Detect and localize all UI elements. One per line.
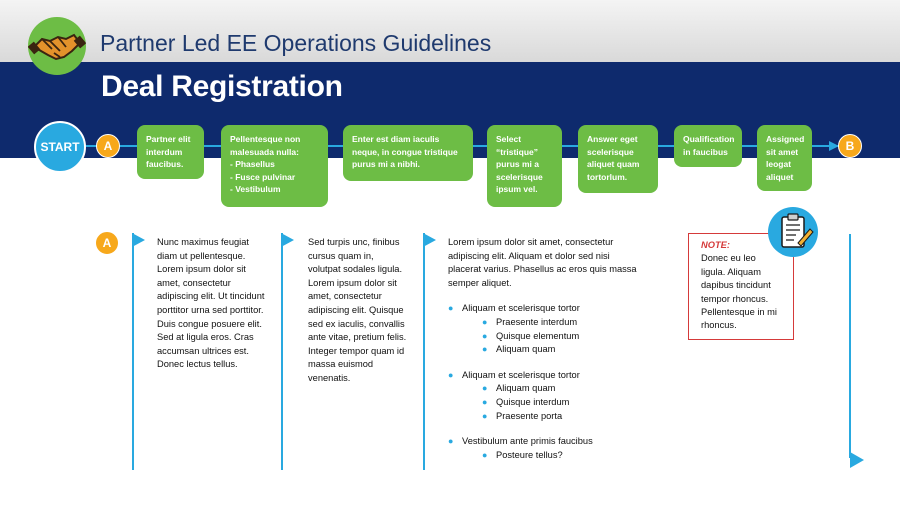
clipboard-icon (768, 207, 818, 257)
header-band (0, 0, 900, 62)
sub-item: ● Quisque interdum (482, 396, 643, 410)
step-text: - Fusce pulvinar (230, 171, 296, 182)
flow-step-2: Pellentesque non malesuada nulla: - Phas… (221, 125, 328, 207)
sub-list: ● Praesente interdum ● Quisque elementum ●… (462, 316, 643, 357)
sub-item-text: Aliquam quam (496, 344, 556, 355)
list-item: ● Aliquam et scelerisque tortor ● Aliquam… (448, 369, 643, 423)
bullet-icon: ● (482, 344, 488, 355)
sub-item-text: Aliquam quam (496, 383, 556, 394)
handshake-icon (28, 17, 86, 75)
sub-item-text: Quisque elementum (496, 330, 580, 341)
step-text: sit amet (766, 146, 799, 157)
bullet-icon: ● (448, 369, 454, 380)
flow-arrow-head (829, 141, 839, 151)
sub-item: ● Quisque elementum (482, 330, 643, 344)
sub-item: ● Praesente porta (482, 410, 643, 424)
column-flag (423, 233, 436, 247)
flow-step-7: Assigned sit amet leogat aliquet (757, 125, 812, 191)
detail-text: Nunc maximus feugiat diam ut pellentesqu… (157, 237, 265, 370)
sub-item: ● Posteure tellus? (482, 449, 643, 463)
column-rule (281, 233, 283, 470)
marker-a: A (96, 134, 120, 158)
flow-step-4: Select “tristique” purus mi a scelerisqu… (487, 125, 562, 207)
list-item: ● Vestibulum ante primis faucibus ● Poste… (448, 435, 643, 462)
bullet-icon: ● (482, 396, 488, 407)
step-text: purus mi a (496, 159, 539, 169)
step-text: in faucibus (683, 146, 728, 157)
bullet-icon: ● (448, 436, 454, 447)
bullet-text: Vestibulum ante primis faucibus (462, 436, 593, 447)
step-text: Partner elit (146, 134, 191, 144)
sub-item-text: Praesente interdum (496, 316, 578, 327)
step-text: Select (496, 134, 522, 144)
bullet-list: ● Aliquam et scelerisque tortor ● Praesen… (448, 302, 643, 462)
bullet-text: Aliquam et scelerisque tortor (462, 303, 580, 314)
sub-item-text: Quisque interdum (496, 396, 570, 407)
end-flag (850, 452, 864, 468)
step-text: - Vestibulum (230, 184, 281, 194)
sub-item: ● Aliquam quam (482, 382, 643, 396)
step-text: Assigned (766, 134, 805, 144)
page-title: Deal Registration (101, 70, 343, 103)
step-text: - Phasellus (230, 159, 275, 169)
step-text: ipsum vel. (496, 184, 538, 194)
flow-step-1: Partner elit interdum faucibus. (137, 125, 204, 179)
list-item: ● Aliquam et scelerisque tortor ● Praesen… (448, 302, 643, 356)
column-rule (423, 233, 425, 470)
sub-item: ● Praesente interdum (482, 316, 643, 330)
flow-step-6: Qualification in faucibus (674, 125, 742, 167)
bullet-icon: ● (482, 383, 488, 394)
detail-text: Lorem ipsum dolor sit amet, consectetur … (448, 236, 643, 474)
step-text: faucibus. (146, 159, 184, 169)
step-text: interdum (146, 146, 183, 157)
step-text: Qualification (683, 134, 735, 144)
step-text: Pellentesque non (230, 134, 301, 144)
step-text: scelerisque (496, 171, 543, 182)
step-text: Answer eget (587, 134, 638, 144)
step-text: purus mi a nibhi. (352, 159, 421, 169)
column-rule (132, 233, 134, 470)
detail-text: Sed turpis unc, finibus cursus quam in, … (308, 237, 407, 383)
note-box: NOTE: Donec eu leo ligula. Aliquam dapib… (688, 233, 794, 340)
step-text: “tristique” (496, 146, 539, 157)
sub-item-text: Praesente porta (496, 410, 563, 421)
header-title: Partner Led EE Operations Guidelines (100, 30, 492, 56)
bullet-icon: ● (482, 330, 488, 341)
bullet-icon: ● (448, 303, 454, 314)
column-flag (281, 233, 294, 247)
note-text: Donec eu leo ligula. Aliquam dapibus tin… (701, 253, 777, 331)
marker-a-detail: A (95, 231, 119, 255)
step-text: neque, in congue tristique (352, 146, 458, 157)
bullet-icon: ● (482, 410, 488, 421)
step-text: scelerisque (587, 146, 634, 157)
step-text: aliquet (766, 171, 794, 182)
bullet-text: Aliquam et scelerisque tortor (462, 369, 580, 380)
note-label: NOTE: (701, 240, 730, 250)
flow-step-5: Answer eget scelerisque aliquet quam tor… (578, 125, 658, 193)
sub-item-text: Posteure tellus? (496, 449, 563, 460)
step-text: tortorlum. (587, 171, 628, 182)
detail-intro: Lorem ipsum dolor sit amet, consectetur … (448, 237, 637, 288)
marker-b: B (838, 134, 862, 158)
flow-step-3: Enter est diam iaculis neque, in congue … (343, 125, 473, 181)
end-rule (849, 234, 851, 458)
column-flag (132, 233, 145, 247)
start-node: START (34, 121, 86, 173)
step-text: malesuada nulla: (230, 146, 299, 157)
step-text: aliquet quam (587, 159, 640, 169)
sub-item: ● Aliquam quam (482, 343, 643, 357)
sub-list: ● Aliquam quam ● Quisque interdum ● Praesen… (462, 382, 643, 423)
sub-list: ● Posteure tellus? (462, 449, 643, 463)
step-text: leogat (766, 159, 792, 169)
step-text: Enter est diam iaculis (352, 134, 440, 144)
bullet-icon: ● (482, 449, 488, 460)
bullet-icon: ● (482, 316, 488, 327)
